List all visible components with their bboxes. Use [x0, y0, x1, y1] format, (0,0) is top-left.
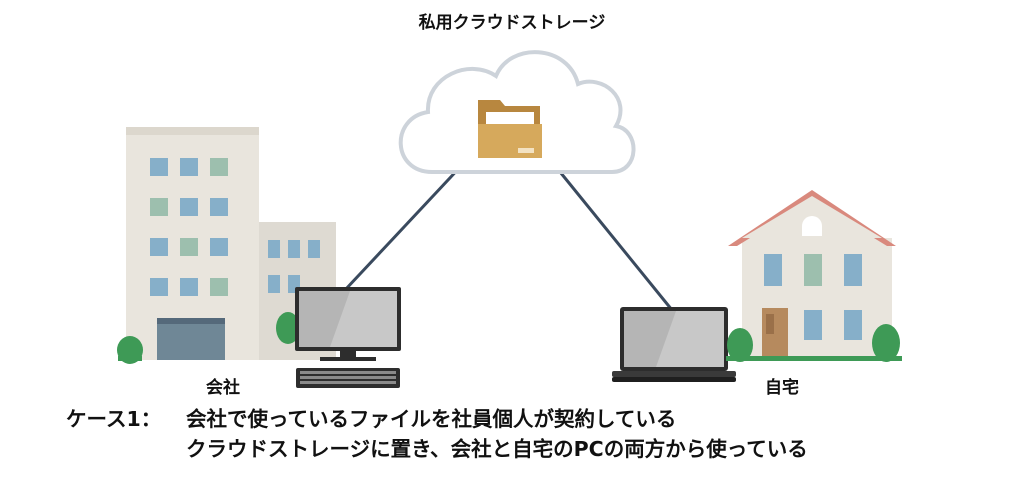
- connection-line-home: [550, 161, 674, 311]
- cloud-storage-label: 私用クラウドストレージ: [418, 13, 606, 33]
- office-label: 会社: [206, 378, 240, 398]
- case-caption: ケース1： 会社で使っているファイルを社員個人が契約している クラウドストレージに…: [66, 404, 808, 464]
- connection-line-office: [343, 162, 465, 292]
- house-icon: [726, 190, 902, 362]
- house-tree-right: [872, 324, 900, 362]
- caption-line-1: 会社で使っているファイルを社員個人が契約している: [186, 407, 677, 431]
- home-label: 自宅: [765, 378, 799, 398]
- office-building-icon: [117, 127, 336, 364]
- folder-icon: [478, 100, 542, 158]
- laptop-icon: [612, 307, 736, 382]
- desktop-pc-icon: [295, 287, 401, 388]
- tree-right: [276, 312, 300, 344]
- house-tree-left: [727, 328, 753, 362]
- case-prefix: ケース1：: [66, 407, 162, 431]
- caption-line-2: クラウドストレージに置き、会社と自宅のPCの両方から使っている: [186, 437, 808, 461]
